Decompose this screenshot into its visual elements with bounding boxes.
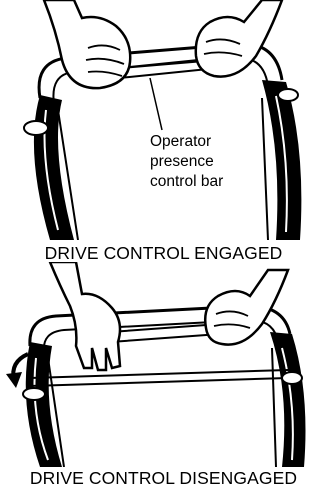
callout-label: Operator presence control bar (150, 132, 223, 192)
callout-line-3: control bar (150, 172, 223, 192)
callout-line-2: presence (150, 152, 223, 172)
operator-presence-control-bar-released (30, 370, 288, 378)
drive-engaged-illustration: Operator presence control bar (0, 0, 327, 240)
right-hand-icon (196, 0, 282, 77)
left-handle-tube (34, 95, 74, 240)
mower-handle-engaged-drawing (0, 0, 327, 240)
curved-arrow-icon (6, 354, 28, 388)
left-hand-icon (44, 0, 130, 88)
caption-drive-disengaged: DRIVE CONTROL DISENGAGED (0, 468, 327, 489)
callout-leader-line (150, 78, 162, 130)
drive-disengaged-illustration (0, 262, 327, 467)
caption-drive-engaged: DRIVE CONTROL ENGAGED (0, 243, 327, 264)
callout-line-1: Operator (150, 132, 223, 152)
mower-handle-disengaged-drawing (0, 262, 327, 467)
right-clip (278, 89, 298, 101)
left-clip (24, 121, 48, 135)
